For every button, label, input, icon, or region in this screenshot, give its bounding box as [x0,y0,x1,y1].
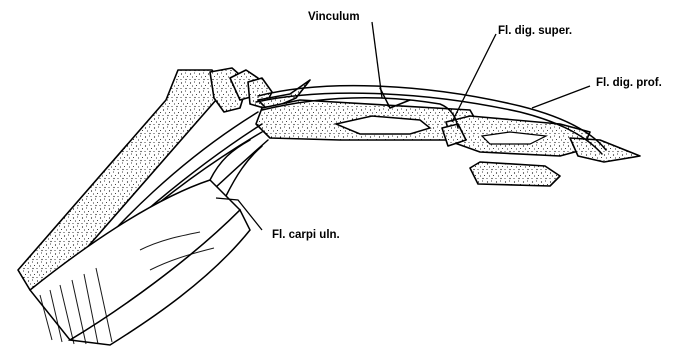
label-vinculum: Vinculum [308,12,360,24]
label-fl-carpi-uln: Fl. carpi uln. [272,230,340,242]
second-phalanx [470,162,560,186]
distal-phalanx [570,138,640,162]
label-fl-dig-super: Fl. dig. super. [498,26,572,38]
label-fl-dig-prof: Fl. dig. prof. [596,78,662,90]
fl-dig-prof-leader [532,86,590,108]
carpi-tendon-2 [226,146,262,196]
fl-dig-super-leader [452,34,496,122]
